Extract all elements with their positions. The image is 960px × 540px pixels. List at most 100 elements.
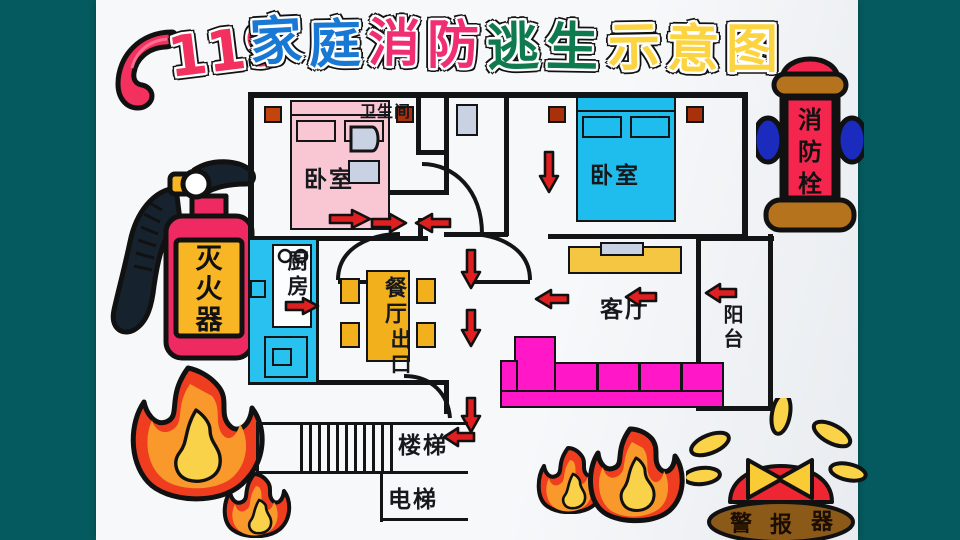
- stairs-box-left: [256, 422, 260, 474]
- arrow-balcony-left-icon: [704, 282, 738, 304]
- flame-large-left-icon: [130, 365, 265, 502]
- pillow-left-1: [296, 120, 336, 142]
- pillow-right-2: [630, 116, 670, 138]
- wall-bedroom-right-left: [504, 92, 509, 194]
- wall-outer-top: [248, 92, 748, 98]
- stairs-treads: [300, 422, 394, 474]
- dining-chair-3: [416, 278, 436, 304]
- wall-balcony-left: [696, 234, 701, 384]
- wall-outer-right-upper: [742, 92, 748, 234]
- wall-mid-left: [248, 236, 428, 241]
- kitchen-appliance-door: [272, 348, 292, 366]
- title-char-1: 家: [248, 10, 304, 74]
- floorplan: 卧室 卫生间 卧室 厨房 餐厅: [248, 92, 774, 434]
- door-arc-exit: [403, 374, 452, 419]
- arrow-hall-left-icon: [414, 212, 452, 234]
- arrow-to-stairs-icon: [442, 426, 476, 448]
- sofa-armrest: [500, 360, 518, 394]
- wall-kitchen-right: [314, 240, 319, 382]
- flame-large-bottom-icon: [588, 426, 685, 524]
- sofa-base: [500, 390, 724, 408]
- wall-outer-bottom-left: [248, 380, 444, 385]
- arrow-kitchen-out-icon: [284, 296, 320, 316]
- room-label-bedroom-right: 卧室: [590, 163, 640, 189]
- title-char-9: 图: [726, 20, 779, 80]
- sofa-cushion-divider-1: [596, 364, 599, 392]
- wall-hall-nub: [418, 218, 423, 238]
- arrow-bedroom-right-out-icon: [538, 150, 560, 194]
- nightstand-left-1: [264, 106, 282, 123]
- stairs-box-top: [256, 422, 468, 426]
- nightstand-left-2: [396, 106, 414, 123]
- svg-text:器: 器: [810, 510, 834, 535]
- svg-text:消: 消: [798, 106, 822, 134]
- door-arc-bathroom: [421, 162, 484, 235]
- kitchen-sink: [250, 280, 266, 298]
- svg-text:警: 警: [729, 512, 752, 537]
- nightstand-right-1: [548, 106, 566, 123]
- title-char-4: 防: [427, 16, 480, 76]
- stove-burners-icon: [277, 248, 309, 264]
- elevator-box-left: [380, 474, 384, 522]
- sofa-cushion-divider-3: [680, 364, 683, 392]
- exit-label: 出口: [388, 328, 412, 378]
- svg-text:火: 火: [196, 274, 223, 305]
- dining-chair-2: [340, 322, 360, 348]
- flame-small-left-icon: [222, 472, 292, 538]
- arrow-living-left-2-icon: [624, 286, 658, 308]
- arrow-bedroom-left-out-icon: [328, 208, 372, 230]
- wall-balcony-bottom: [696, 406, 774, 411]
- pillow-right-1: [582, 116, 622, 138]
- stairs-label: 楼梯: [398, 433, 448, 459]
- room-label-bathroom: 卫生间: [360, 102, 412, 121]
- bathroom-cabinet: [456, 104, 478, 136]
- fire-extinguisher-icon: 灭 火 器: [110, 159, 256, 361]
- title-char-7: 示: [607, 17, 661, 79]
- title-char-5: 逃: [486, 17, 540, 79]
- wall-living-top: [548, 234, 748, 239]
- wall-hall-right: [504, 192, 509, 236]
- wall-balcony-top: [696, 236, 774, 241]
- elevator-box-bottom: [380, 518, 468, 522]
- arrow-living-left-1-icon: [534, 288, 570, 310]
- dining-table: [366, 270, 410, 362]
- room-label-dining: 餐厅: [381, 276, 406, 328]
- wall-balcony-right: [768, 234, 773, 409]
- dining-chair-4: [416, 322, 436, 348]
- room-label-kitchen: 厨房: [285, 250, 309, 300]
- title-char-2: 庭: [308, 14, 362, 76]
- door-arc-hall: [336, 232, 532, 284]
- dining-chair-1: [340, 278, 360, 304]
- stairs-landing-divider: [390, 423, 394, 473]
- arrow-hall-down-2-icon: [460, 308, 482, 348]
- wall-bedroom-left-right: [416, 92, 421, 152]
- wall-bath-bottom: [344, 190, 449, 195]
- wall-outer-left-upper: [248, 92, 254, 242]
- svg-text:器: 器: [195, 305, 224, 336]
- sink-fixture: [348, 160, 380, 184]
- wall-bath-shelf: [416, 150, 446, 155]
- room-label-balcony: 阳台: [720, 304, 744, 352]
- stairs-box-bottom: [256, 471, 468, 475]
- poster-title: 119 家 庭 消 防 逃 生 示 意 图: [110, 8, 790, 113]
- svg-text:报: 报: [770, 513, 792, 538]
- elevator-label: 电梯: [388, 487, 438, 513]
- fire-hydrant-icon: 消 防 栓: [756, 56, 864, 233]
- svg-text:栓: 栓: [798, 170, 822, 198]
- arrow-hall-down-1-icon: [460, 248, 482, 290]
- sofa-cushion-divider-2: [638, 364, 641, 392]
- svg-text:灭: 灭: [196, 244, 224, 275]
- svg-text:防: 防: [798, 138, 822, 166]
- title-char-6: 生: [545, 17, 599, 79]
- television: [600, 242, 644, 256]
- alarm-beacon-icon: 警 报 器: [686, 398, 868, 540]
- title-char-3: 消: [367, 13, 421, 75]
- toilet-fixture: [349, 125, 380, 153]
- wall-exit-left: [444, 380, 449, 414]
- wall-bath-right: [444, 92, 449, 195]
- title-char-8: 意: [666, 19, 720, 81]
- nightstand-right-2: [686, 106, 704, 123]
- arrow-hall-right-icon: [370, 212, 408, 234]
- room-label-bedroom-left: 卧室: [304, 167, 354, 193]
